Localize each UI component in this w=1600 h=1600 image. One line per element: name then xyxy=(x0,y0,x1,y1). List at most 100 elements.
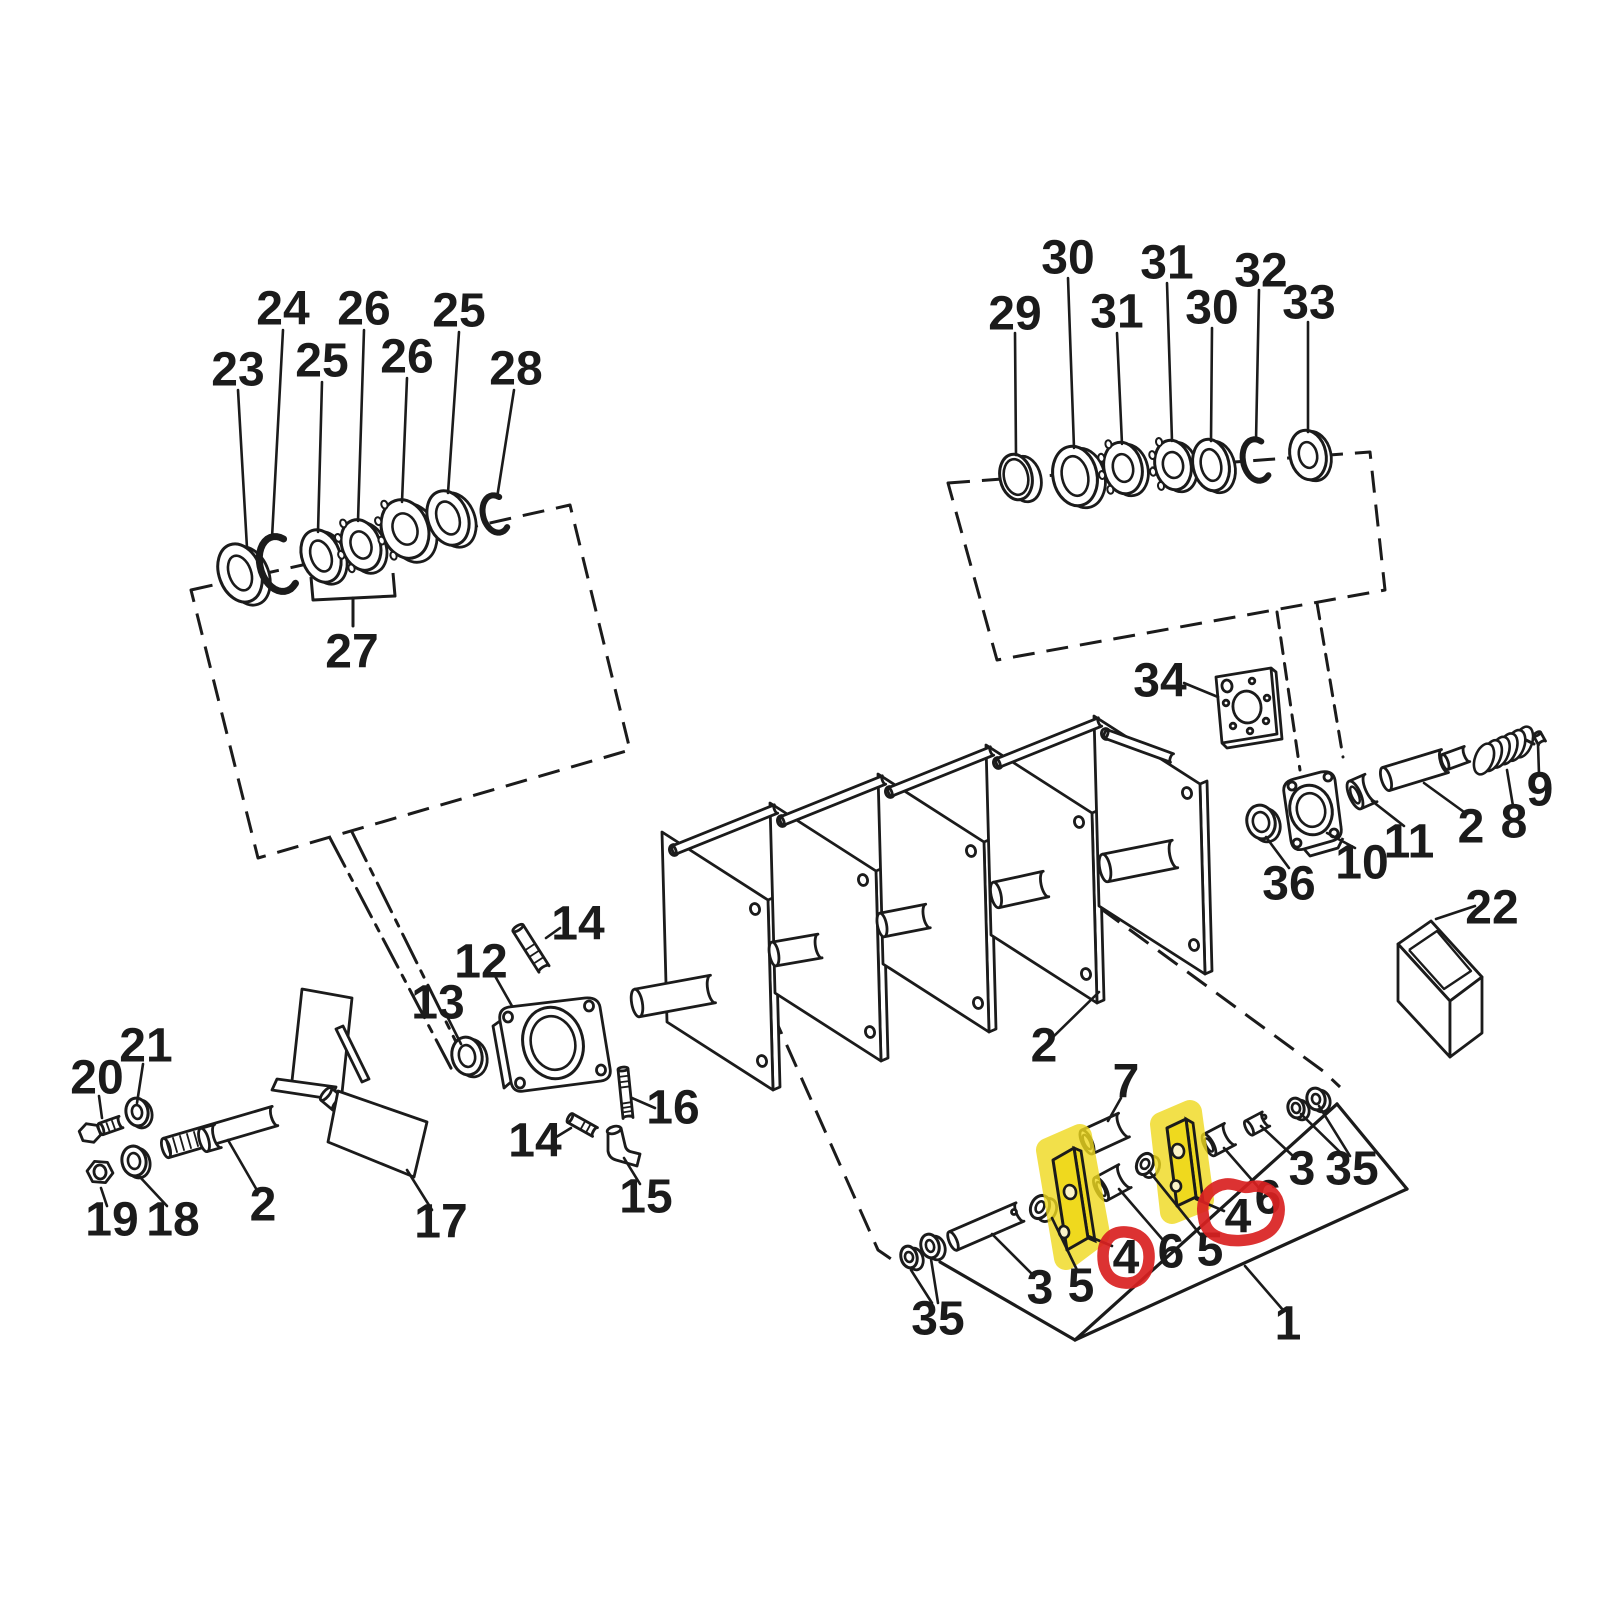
ellipse xyxy=(583,999,595,1013)
ellipse xyxy=(1139,1157,1151,1171)
part-2-stub-shaft-right xyxy=(1379,745,1472,792)
part-label-29: 29 xyxy=(988,288,1041,341)
part-22-channel-bracket xyxy=(1396,919,1484,1059)
cylinder xyxy=(162,1105,280,1159)
leader-line xyxy=(1536,742,1541,776)
part-label-30: 30 xyxy=(1041,232,1094,285)
leader-line xyxy=(1209,326,1214,443)
part-4-link-plate-right xyxy=(1150,1100,1214,1224)
part-14-stud-lower xyxy=(565,1112,599,1138)
thread-hatch xyxy=(178,1134,186,1152)
leader-line xyxy=(446,1016,463,1046)
frame-edge-a xyxy=(1335,1102,1409,1191)
rotor-panel-2 xyxy=(768,801,890,1063)
part-29-cup xyxy=(998,452,1043,504)
shape xyxy=(1408,929,1473,991)
part-24-snap-ring xyxy=(255,533,299,595)
ellipse xyxy=(1262,693,1272,703)
ellipse xyxy=(1349,785,1361,805)
part-label-2: 2 xyxy=(1031,1020,1058,1073)
part-21-washer xyxy=(124,1096,154,1130)
thread-hatch xyxy=(620,1085,630,1089)
ellipse xyxy=(1310,1092,1322,1106)
leader-line xyxy=(1434,904,1477,921)
frame-edge-c xyxy=(1073,1187,1409,1342)
thread-hatch xyxy=(529,950,539,958)
ellipse xyxy=(1245,726,1255,736)
part-label-3: 3 xyxy=(1027,1262,1054,1315)
leader-line xyxy=(1317,1104,1352,1158)
snap-ring xyxy=(1239,436,1272,484)
part-label-25: 25 xyxy=(295,335,348,388)
part-label-30: 30 xyxy=(1185,282,1238,335)
ellipse xyxy=(391,512,419,546)
part-15-grease-fitting xyxy=(605,1124,642,1168)
cylinder xyxy=(779,774,888,827)
part-label-2: 2 xyxy=(250,1179,277,1232)
thread-hatch xyxy=(619,1080,629,1084)
leader-line xyxy=(316,380,324,534)
ellipse xyxy=(629,987,645,1019)
part-28-snap-ring xyxy=(479,492,511,536)
part-8-spring-coupler xyxy=(1472,725,1536,776)
ellipse xyxy=(1161,450,1185,480)
dashed-leader-housing-a xyxy=(1275,610,1302,772)
part-35-bushing-pair-right xyxy=(1286,1086,1332,1122)
part-30b-race xyxy=(1191,437,1237,495)
thread-hatch xyxy=(525,943,535,951)
ellipse xyxy=(924,1238,936,1254)
leader-line xyxy=(1370,799,1406,828)
ellipse xyxy=(511,922,525,934)
rotor-panel-1 xyxy=(660,830,782,1092)
leader-line xyxy=(1117,1187,1165,1242)
leader-line xyxy=(1165,281,1174,443)
shape xyxy=(1302,837,1345,858)
leader-line xyxy=(135,1062,145,1105)
part-label-6: 6 xyxy=(1158,1226,1185,1279)
dashed-leader-housing-b xyxy=(1315,601,1345,759)
leader-line xyxy=(493,974,514,1008)
part-label-17: 17 xyxy=(414,1196,467,1249)
part-label-11: 11 xyxy=(1384,816,1435,869)
ellipse xyxy=(1169,1179,1183,1193)
ellipse xyxy=(778,815,786,827)
ellipse xyxy=(457,1043,477,1069)
ellipse xyxy=(130,1103,144,1121)
leader-line xyxy=(990,1232,1036,1278)
cylinder xyxy=(771,932,824,968)
part-31-bearing-cone xyxy=(1097,439,1150,498)
ellipse xyxy=(1231,689,1263,725)
cylinder xyxy=(1103,728,1175,764)
ellipse xyxy=(965,844,977,858)
part-label-34: 34 xyxy=(1133,655,1187,708)
ellipse xyxy=(1080,967,1092,981)
cylinder xyxy=(1348,772,1379,811)
part-10-bearing-housing xyxy=(1282,770,1345,858)
ellipse xyxy=(337,549,346,560)
part-16-stud xyxy=(616,1065,635,1120)
thread-hatch xyxy=(622,1105,632,1109)
leader-lines xyxy=(97,276,1541,1312)
ellipse xyxy=(1062,1183,1078,1201)
shape xyxy=(768,801,883,1063)
part-35-bushing-pair-left xyxy=(899,1232,947,1272)
centerline-stem-b xyxy=(350,830,468,1064)
leader-line xyxy=(99,1186,109,1208)
part-label-19: 19 xyxy=(85,1194,138,1247)
ellipse xyxy=(670,844,678,856)
ellipse xyxy=(767,940,781,968)
ellipse xyxy=(749,902,761,916)
part-label-26: 26 xyxy=(337,283,390,336)
ellipse xyxy=(1261,716,1271,726)
part-label-26: 26 xyxy=(380,331,433,384)
part-label-25: 25 xyxy=(432,285,485,338)
ellipse xyxy=(1154,437,1164,447)
leader-line xyxy=(1254,288,1261,443)
thread-hatch xyxy=(538,963,548,971)
shape xyxy=(326,1089,429,1179)
leader-line xyxy=(405,1168,434,1212)
ellipse xyxy=(1322,771,1334,783)
leader-line xyxy=(236,388,249,550)
ellipse xyxy=(875,911,889,939)
ellipse xyxy=(1220,678,1234,694)
